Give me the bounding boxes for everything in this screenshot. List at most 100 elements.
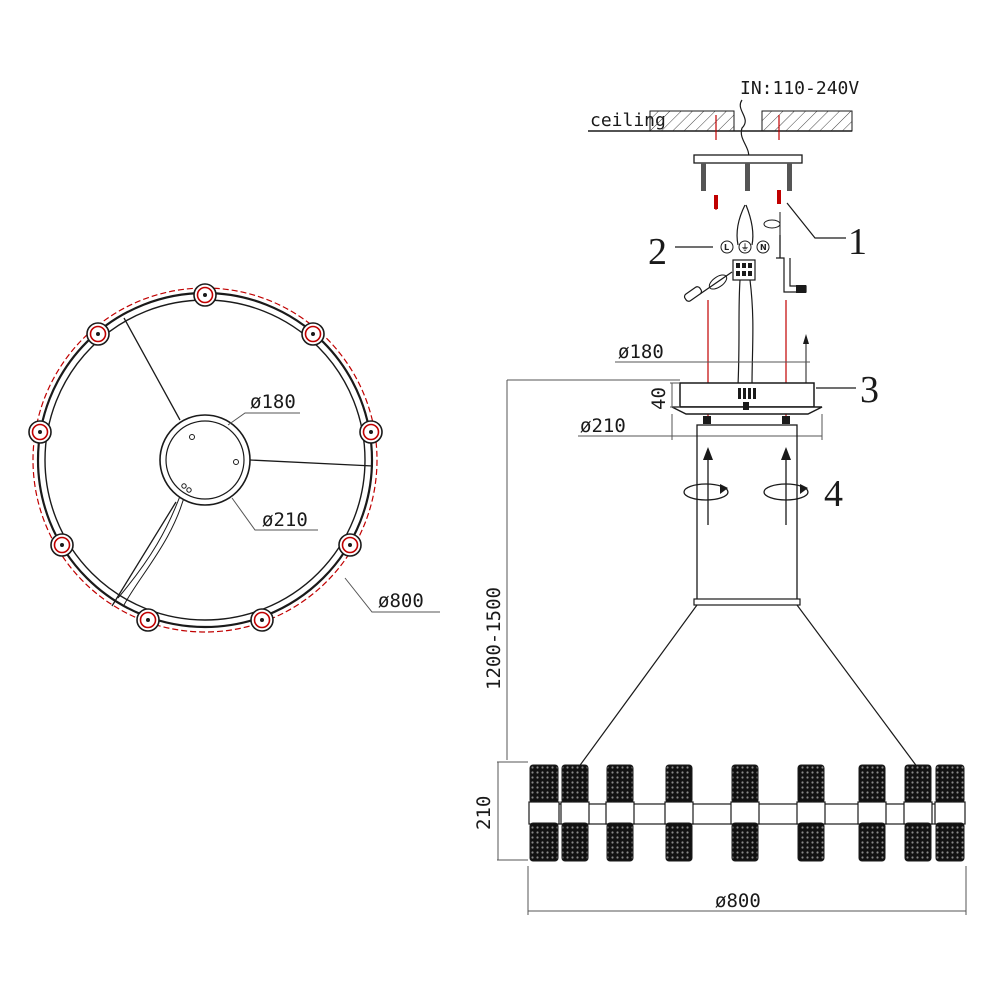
crystal-light-lower bbox=[561, 822, 589, 862]
bracket-bolts bbox=[701, 163, 792, 191]
crystal-light-band bbox=[605, 801, 635, 825]
crystal-light-upper bbox=[904, 764, 932, 804]
column-collar bbox=[693, 598, 801, 606]
plan-light-head-center bbox=[60, 543, 64, 547]
power-input-label: IN:110-240V bbox=[740, 78, 859, 99]
plan-center-plate-outer bbox=[159, 414, 251, 506]
ceiling-hatch-right bbox=[761, 110, 853, 132]
crystal-light-band bbox=[934, 801, 966, 825]
side-ring-diameter: ø800 bbox=[715, 890, 761, 912]
crystal-light-upper bbox=[529, 764, 559, 804]
crystal-light-lower bbox=[858, 822, 886, 862]
plan-light-head-center bbox=[260, 618, 264, 622]
plan-light-head-center bbox=[96, 332, 100, 336]
plan-light-head-ring bbox=[253, 611, 271, 629]
wire-bundle bbox=[736, 204, 754, 246]
callout-1: 1 bbox=[848, 221, 867, 263]
ceiling-hatch-left bbox=[649, 110, 735, 132]
plan-screw-hole bbox=[186, 487, 192, 493]
crystal-light-lower bbox=[935, 822, 965, 862]
hanging-height: 1200-1500 bbox=[483, 587, 505, 690]
terminal-symbols: L ⏚ N bbox=[720, 240, 770, 254]
crystal-light-band bbox=[903, 801, 933, 825]
plan-dim-plate-diameter: ø210 bbox=[262, 509, 308, 531]
plan-dim-ring-diameter: ø800 bbox=[378, 590, 424, 612]
plan-view: ø180 ø210 ø800 bbox=[28, 283, 440, 633]
canopy-height: 40 bbox=[648, 387, 670, 410]
plan-light-head-ring bbox=[362, 423, 380, 441]
plan-leader-180 bbox=[227, 412, 300, 426]
plan-light-head-ring bbox=[304, 325, 322, 343]
plan-light-head-center bbox=[38, 430, 42, 434]
svg-text:⏚: ⏚ bbox=[741, 243, 749, 252]
canopy-dimension-lines bbox=[578, 361, 823, 440]
callout-1-leader bbox=[786, 202, 846, 239]
crystal-light-lower bbox=[797, 822, 825, 862]
plan-light-head-ring bbox=[139, 611, 157, 629]
plan-light-head-center bbox=[348, 543, 352, 547]
install-arrows bbox=[683, 455, 809, 525]
overall-height-dimension bbox=[497, 379, 680, 861]
plan-light-head-ring bbox=[341, 536, 359, 554]
ceiling-label: ceiling bbox=[590, 110, 666, 131]
plan-screw-hole bbox=[233, 459, 239, 465]
crystal-light-lower bbox=[606, 822, 634, 862]
plan-spoke bbox=[123, 317, 181, 421]
canopy-vent bbox=[738, 388, 756, 399]
plan-dim-inner-diameter: ø180 bbox=[250, 391, 296, 413]
plan-light-heads bbox=[28, 283, 383, 632]
hanging-wire-right bbox=[796, 604, 919, 769]
crystal-light-lower bbox=[529, 822, 559, 862]
plan-light-head-ring bbox=[31, 423, 49, 441]
plan-light-head-ring bbox=[89, 325, 107, 343]
screwdriver-icon bbox=[683, 271, 733, 302]
hex-key-icon bbox=[776, 235, 807, 293]
crystal-light-upper bbox=[665, 764, 693, 804]
plan-light-head-center bbox=[311, 332, 315, 336]
callout-4: 4 bbox=[824, 473, 843, 515]
callout-3: 3 bbox=[860, 369, 879, 411]
canopy-bottom bbox=[671, 406, 823, 415]
plan-light-head-ring bbox=[53, 536, 71, 554]
plan-spoke bbox=[111, 501, 177, 607]
crystal-light-upper bbox=[858, 764, 886, 804]
screws bbox=[714, 190, 781, 209]
svg-text:N: N bbox=[760, 243, 767, 252]
svg-text:L: L bbox=[724, 243, 729, 252]
plan-light-head-ring bbox=[196, 286, 214, 304]
canopy-top-diameter: ø180 bbox=[618, 341, 664, 363]
plan-screw-hole bbox=[189, 434, 195, 440]
hanging-wire-left bbox=[577, 604, 698, 769]
power-wire bbox=[739, 99, 750, 161]
crystal-light-band bbox=[796, 801, 826, 825]
canopy-bottom-diameter: ø210 bbox=[580, 415, 626, 437]
crystal-light-band bbox=[528, 801, 560, 825]
crystal-light-upper bbox=[935, 764, 965, 804]
ring-width-dimension bbox=[527, 866, 967, 915]
crystal-light-upper bbox=[606, 764, 634, 804]
crystal-light-upper bbox=[731, 764, 759, 804]
side-view: IN:110-240V ceiling 1 bbox=[473, 78, 967, 915]
ring-height: 210 bbox=[473, 796, 495, 830]
crystal-light-band bbox=[664, 801, 694, 825]
plan-cable bbox=[117, 487, 187, 606]
suspension-column bbox=[696, 424, 798, 602]
crystal-light-band bbox=[730, 801, 760, 825]
plan-spoke bbox=[249, 459, 374, 467]
crystal-light-lower bbox=[731, 822, 759, 862]
rotate-arrow-icon bbox=[763, 219, 781, 229]
side-light-columns bbox=[528, 764, 966, 862]
plan-leader-800 bbox=[344, 577, 440, 613]
plan-light-head-center bbox=[203, 293, 207, 297]
crystal-light-lower bbox=[904, 822, 932, 862]
plan-screw-hole bbox=[181, 483, 187, 489]
crystal-light-band bbox=[857, 801, 887, 825]
plan-light-head-center bbox=[146, 618, 150, 622]
suspension-cable bbox=[737, 279, 754, 386]
crystal-light-band bbox=[560, 801, 590, 825]
crystal-light-upper bbox=[797, 764, 825, 804]
plan-center-plate-inner bbox=[165, 420, 245, 500]
plan-light-head-center bbox=[369, 430, 373, 434]
plan-leader-210 bbox=[231, 497, 318, 531]
